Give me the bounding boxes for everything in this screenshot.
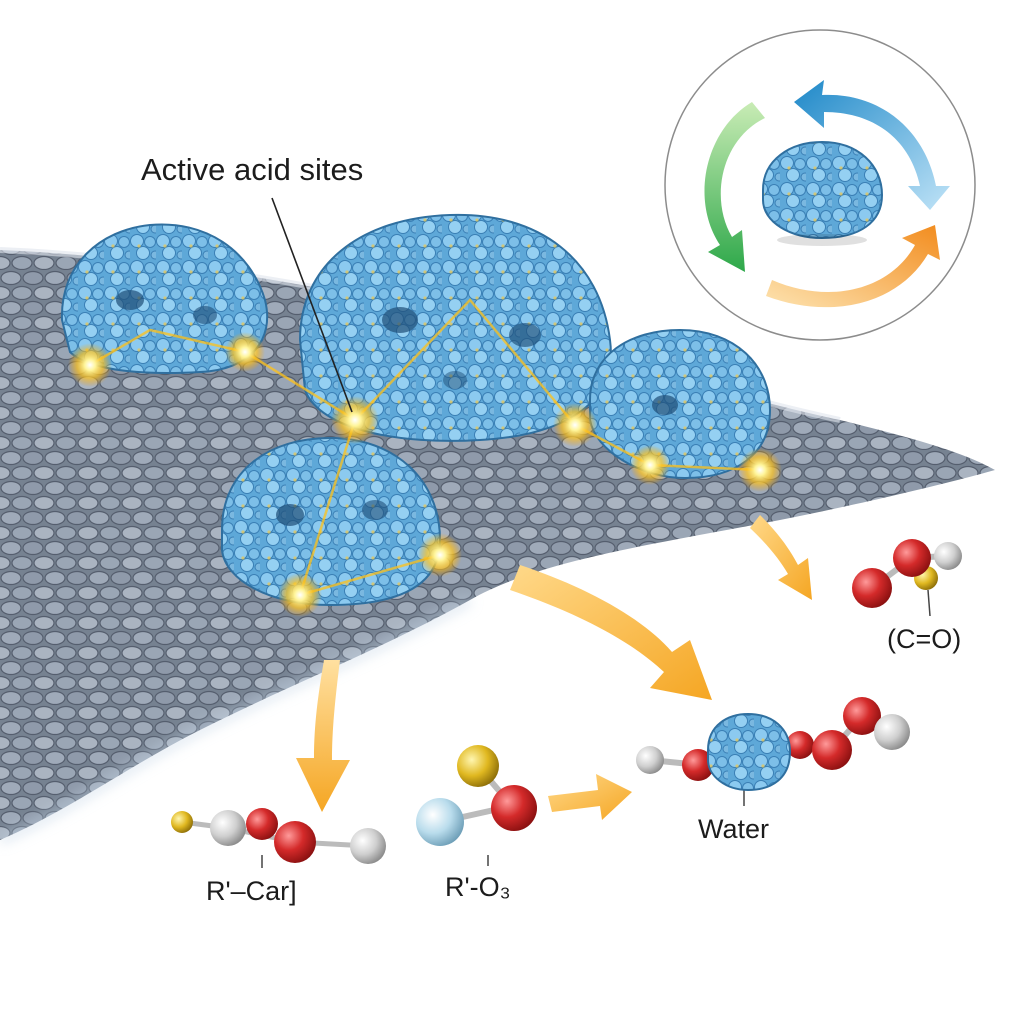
cycle-arrow-orange [766,225,940,308]
active-site-glow [278,573,322,617]
cycle-arrow-blue [794,80,950,210]
water-label: Water [698,814,770,844]
reaction-arrow-down-left [296,660,350,812]
active-site-glow [738,448,782,492]
active-site-glows [68,332,782,617]
active-sites-leader-line [271,197,353,413]
cycle-arrow-green [704,102,765,272]
catalyst-cluster-3 [589,328,772,480]
catalytic-cycle-inset [664,29,976,341]
reaction-arrow-to-water [510,565,712,700]
molecule-middle-product [416,745,537,866]
active-site-glow [418,533,462,577]
molecule-water-complex [636,697,910,806]
reaction-arrow-to-carbonyl [750,515,812,600]
active-site-glow [225,332,265,372]
catalyst-cluster-2 [298,213,612,442]
molecule-left-product [171,808,386,868]
molecule-carbonyl [852,539,962,617]
carbonyl-label: (C=O) [887,624,962,654]
active-site-glow [68,343,112,387]
catalyst-cluster-1 [60,223,269,374]
active-site-glow [553,403,597,447]
middle-product-label: R'-O₃ [445,872,511,902]
left-product-label: R'–Car] [206,876,297,906]
reaction-arrow-right [548,774,632,820]
active-site-glow [331,396,379,444]
cycle-catalyst-cluster [762,140,884,240]
catalyst-cluster-4 [221,436,442,607]
active-sites-label: Active acid sites [141,152,364,187]
active-site-glow [630,445,670,485]
